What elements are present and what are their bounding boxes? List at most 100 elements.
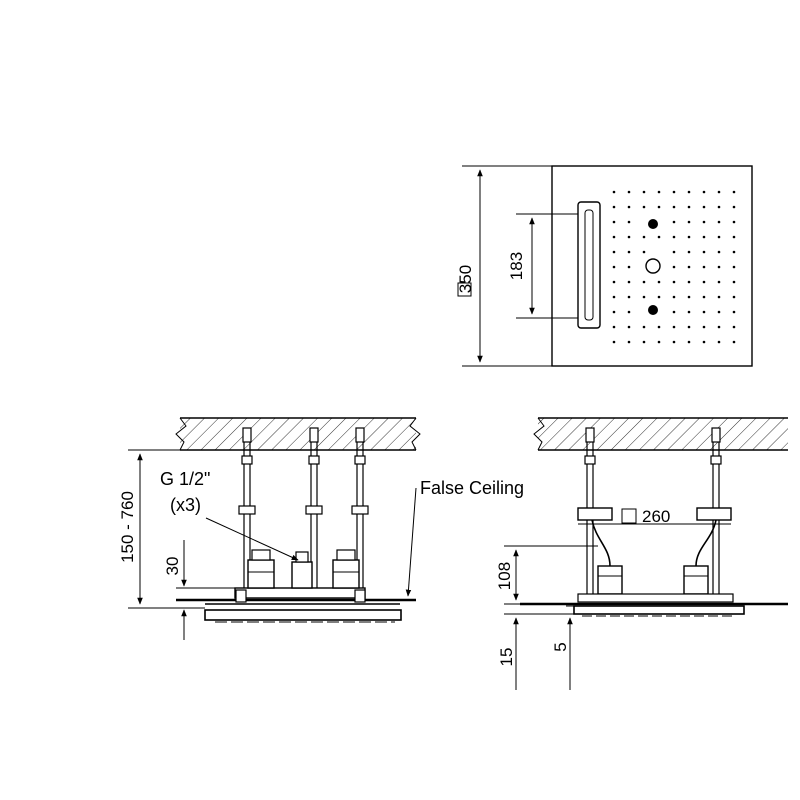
nozzle-dot [687,310,691,314]
square-symbol [457,282,472,297]
nozzle-dot [672,205,676,209]
nozzle-dot [627,325,631,329]
nozzle-dot [612,325,616,329]
nozzle-dot [672,325,676,329]
nozzle-dot [627,235,631,239]
nozzle-dot [657,235,661,239]
valve-center [291,551,313,589]
dimension-260-label: 260 [642,507,670,526]
threaded-rod [710,427,722,600]
nozzle-dot [642,235,646,239]
nozzle-dot [612,205,616,209]
nozzle-dot [627,220,631,224]
nozzle-dot [687,220,691,224]
square-symbol-260 [621,508,637,524]
threaded-rod [238,427,256,596]
nozzle-dot [627,250,631,254]
nozzle-dot [612,310,616,314]
nozzle-dot [612,220,616,224]
nozzle-dot [732,220,736,224]
nozzle-dot [717,250,721,254]
nozzle-dot [627,280,631,284]
nozzle-dot [657,340,661,344]
nozzle-dot [702,235,706,239]
jet-bottom [648,305,658,315]
nozzle-dot [672,310,676,314]
nozzle-dot [627,340,631,344]
nozzle-dot [672,190,676,194]
front-view: G 1/2" (x3) 150 - 760 30 False Ceiling [118,417,524,640]
waterfall-slot-inner [584,209,594,321]
dimension-30-label: 30 [163,557,182,576]
nozzle-dot [642,295,646,299]
nozzle-dot [717,280,721,284]
nozzle-dot [717,220,721,224]
top-view: 350 183 [456,165,753,367]
panel-frame [234,587,366,599]
dimension-350-label: 350 [456,265,475,293]
jet-top [648,219,658,229]
nozzle-dot [732,325,736,329]
nozzle-dot [717,295,721,299]
nozzle-dot [687,250,691,254]
nozzle-dot [717,325,721,329]
nozzle-dot [702,310,706,314]
dimension-15-label: 15 [497,648,516,667]
nozzle-dot [717,190,721,194]
nozzle-dot [627,310,631,314]
nozzle-dot [732,190,736,194]
side-valve-right [683,565,709,595]
waterfall-slot [577,201,601,329]
side-valve-left [597,565,623,595]
nozzle-dot [717,265,721,269]
nozzle-dot [642,205,646,209]
nozzle-dot [717,340,721,344]
dimension-108-label: 108 [495,562,514,590]
nozzle-dot [687,325,691,329]
ceiling-slab-side [538,418,788,450]
nozzle-dot [732,295,736,299]
nozzle-dot [687,205,691,209]
nozzle-dot [702,205,706,209]
nozzle-dot [732,250,736,254]
rain-nozzle-grid [612,190,736,344]
light-center [645,258,661,274]
side-view: 260 108 15 5 [495,417,788,690]
nozzle-dot [627,265,631,269]
nozzle-dot [687,280,691,284]
false-ceiling-label: False Ceiling [420,478,524,498]
nozzle-dot [732,310,736,314]
nozzle-dot [732,205,736,209]
valve-left [247,549,275,589]
side-shower-plate [573,605,745,615]
thread-leader [205,517,299,561]
nozzle-dot [657,280,661,284]
nozzle-dot [732,265,736,269]
nozzle-dot [657,190,661,194]
nozzle-dot [672,340,676,344]
nozzle-dot [672,235,676,239]
ceiling-slab [180,418,416,450]
nozzle-dot [672,265,676,269]
nozzle-dot [732,340,736,344]
nozzle-dot [672,250,676,254]
nozzle-dot [687,295,691,299]
nozzle-dot [717,205,721,209]
nozzle-dot [702,280,706,284]
dimension-183-label: 183 [507,252,526,280]
nozzle-dot [642,280,646,284]
nozzle-dot [642,340,646,344]
nozzle-dot [702,220,706,224]
nozzle-dot [687,340,691,344]
nozzle-dot [657,205,661,209]
nozzle-dot [702,190,706,194]
nozzle-dot [672,220,676,224]
nozzle-dot [627,190,631,194]
nozzle-dot [702,340,706,344]
nozzle-dot [672,295,676,299]
nozzle-dot [627,295,631,299]
nozzle-dot [687,190,691,194]
nozzle-dot [702,250,706,254]
nozzle-dot [612,280,616,284]
